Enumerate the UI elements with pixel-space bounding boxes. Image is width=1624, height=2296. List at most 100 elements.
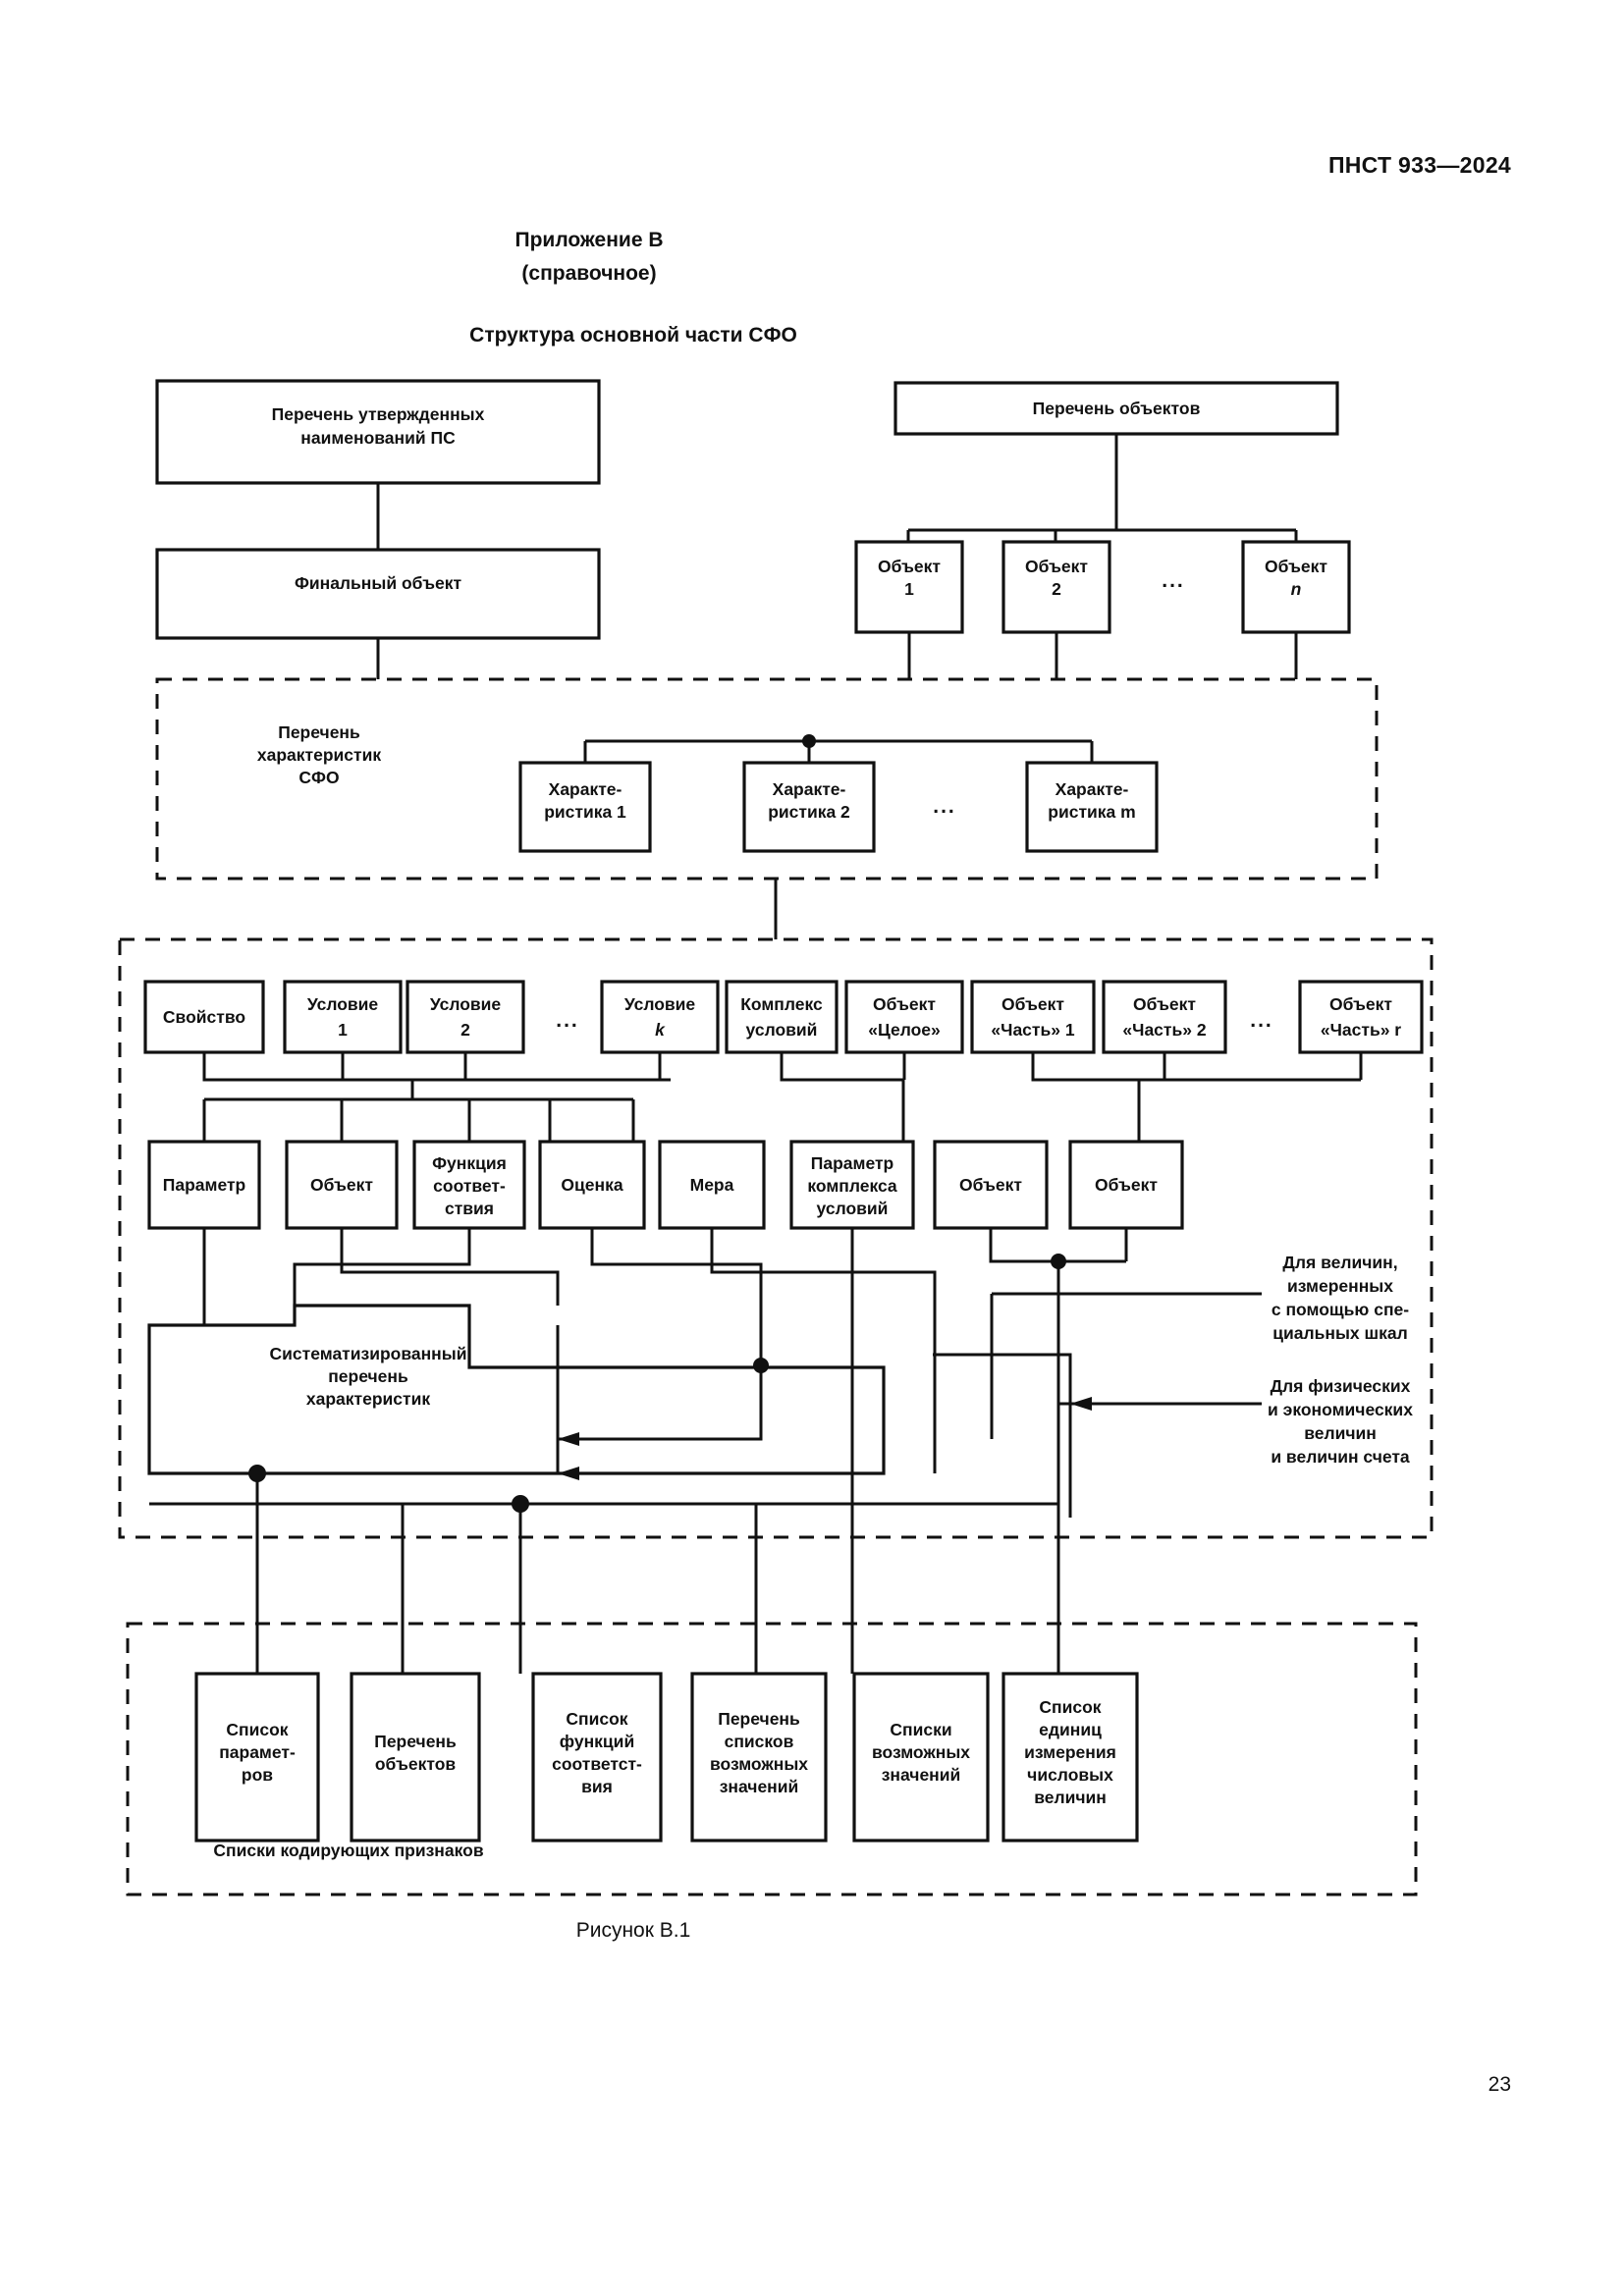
label-characteristic-1-line1: Характе- <box>549 779 623 799</box>
label-characteristic-m-line1: Характе- <box>1056 779 1129 799</box>
box-condition-complex <box>725 980 839 1054</box>
label-char-group-line1: Перечень <box>278 722 360 742</box>
label-object-2-line2: 2 <box>1052 579 1061 599</box>
box-final-object <box>155 548 601 640</box>
label-object-part-r-line2: «Часть» r <box>1321 1020 1401 1040</box>
label-object-part-r-line1: Объект <box>1329 994 1392 1014</box>
ellipsis-conditions: ... <box>556 1009 579 1032</box>
note-special-scales-line1: Для величин, <box>1282 1253 1397 1272</box>
label-systematized-line3: характеристик <box>306 1389 430 1409</box>
label-pv-lists-line3: значений <box>882 1765 961 1785</box>
box-condition-2 <box>406 980 525 1054</box>
label-object-whole-line1: Объект <box>873 994 936 1014</box>
label-characteristic-2-line1: Характе- <box>773 779 846 799</box>
label-measure: Мера <box>690 1175 734 1195</box>
label-mu-list-line4: числовых <box>1027 1765 1113 1785</box>
note-special-scales-line2: измеренных <box>1287 1276 1393 1296</box>
note-physical-line4: и величин счета <box>1271 1447 1410 1467</box>
label-condition-1-line1: Условие <box>307 994 379 1014</box>
box-complex-parameter <box>789 1140 915 1230</box>
note-physical-line3: величин <box>1304 1423 1377 1443</box>
box-estimate <box>538 1140 646 1230</box>
ellipsis-object-parts: ... <box>1250 1009 1273 1032</box>
box-property <box>143 980 265 1054</box>
label-object-b: Объект <box>959 1175 1022 1195</box>
box-object-part-r <box>1298 980 1424 1054</box>
label-object-1-line1: Объект <box>878 557 941 576</box>
label-systematized-line1: Систематизированный <box>270 1344 467 1363</box>
label-parameter-list-line3: ров <box>242 1765 273 1785</box>
box-measure <box>658 1140 766 1230</box>
label-property: Свойство <box>163 1007 245 1027</box>
document-standard-id: ПНСТ 933—2024 <box>1327 152 1511 178</box>
label-mu-list-line3: измерения <box>1024 1742 1116 1762</box>
label-mu-list-line2: единиц <box>1039 1720 1102 1739</box>
appendix-label: Приложение В <box>514 229 664 251</box>
label-parameter-list-line2: парамет- <box>219 1742 296 1762</box>
group-main-section <box>118 937 1434 1539</box>
appendix-sublabel: (справочное) <box>521 262 657 285</box>
label-object-1-line2: 1 <box>904 579 914 599</box>
label-characteristic-2-line2: ристика 2 <box>768 802 850 822</box>
box-object-whole <box>844 980 964 1054</box>
label-conformity-function-line1: Функция <box>432 1153 507 1173</box>
label-object-c: Объект <box>1095 1175 1158 1195</box>
note-physical-line2: и экономических <box>1268 1400 1413 1419</box>
label-object-row2: Объект <box>310 1175 373 1195</box>
label-coding-lists-caption: Списки кодирующих признаков <box>213 1841 483 1860</box>
box-object-row2 <box>285 1140 399 1230</box>
label-object-part-1-line2: «Часть» 1 <box>991 1020 1074 1040</box>
box-object-part-1 <box>970 980 1096 1054</box>
ellipsis-characteristics: ... <box>933 795 956 818</box>
label-condition-complex-line1: Комплекс <box>740 994 823 1014</box>
junction-dot-measure <box>753 1358 769 1373</box>
label-characteristic-m-line2: ристика m <box>1048 802 1135 822</box>
box-characteristic-m <box>1025 761 1159 853</box>
label-parameter-list-line1: Список <box>226 1720 288 1739</box>
arrow-head-systematized-a <box>558 1432 579 1446</box>
box-parameter <box>147 1140 261 1230</box>
label-condition-k-line1: Условие <box>624 994 696 1014</box>
ellipsis-objects: ... <box>1162 569 1185 592</box>
note-special-scales-line3: с помощью спе- <box>1272 1300 1409 1319</box>
box-object-list-bottom <box>350 1672 481 1842</box>
label-complex-parameter-line1: Параметр <box>811 1153 893 1173</box>
box-object-b <box>933 1140 1049 1230</box>
label-conformity-function-line2: соответ- <box>433 1176 506 1196</box>
label-mu-list-line5: величин <box>1034 1788 1107 1807</box>
label-object-n-line1: Объект <box>1265 557 1327 576</box>
label-cf-list-line3: соответст- <box>552 1754 642 1774</box>
label-approved-names-line1: Перечень утвержденных <box>272 404 485 424</box>
box-possible-values-lists <box>852 1672 990 1842</box>
label-mu-list-line1: Список <box>1039 1697 1101 1717</box>
label-object-part-1-line1: Объект <box>1001 994 1064 1014</box>
label-pv-index-line4: значений <box>720 1777 799 1796</box>
label-pv-lists-line1: Списки <box>890 1720 951 1739</box>
label-object-whole-line2: «Целое» <box>868 1020 941 1040</box>
box-object-1 <box>854 540 964 634</box>
box-object-c <box>1068 1140 1184 1230</box>
figure-title: Структура основной части СФО <box>469 324 797 347</box>
note-physical-line1: Для физических <box>1271 1376 1411 1396</box>
label-pv-index-line1: Перечень <box>718 1709 800 1729</box>
label-object-list-bottom-line1: Перечень <box>374 1732 457 1751</box>
label-condition-k-line2: k <box>655 1020 666 1040</box>
label-condition-2-line1: Условие <box>430 994 502 1014</box>
label-condition-complex-line2: условий <box>746 1020 818 1040</box>
box-characteristic-2 <box>742 761 876 853</box>
label-estimate: Оценка <box>561 1175 623 1195</box>
label-systematized-line2: перечень <box>328 1366 408 1386</box>
box-object-2 <box>1001 540 1111 634</box>
box-possible-values-index <box>690 1672 828 1842</box>
label-char-group-line2: характеристик <box>257 745 381 765</box>
label-condition-1-line2: 1 <box>338 1020 348 1040</box>
label-cf-list-line1: Список <box>566 1709 627 1729</box>
label-pv-index-line3: возможных <box>710 1754 808 1774</box>
box-measurement-units-list <box>1001 1672 1139 1842</box>
arrow-head-systematized-b <box>558 1467 579 1480</box>
group-characteristics-sfo <box>155 677 1379 881</box>
label-object-list: Перечень объектов <box>1033 399 1201 418</box>
label-char-group-line3: СФО <box>298 768 339 787</box>
